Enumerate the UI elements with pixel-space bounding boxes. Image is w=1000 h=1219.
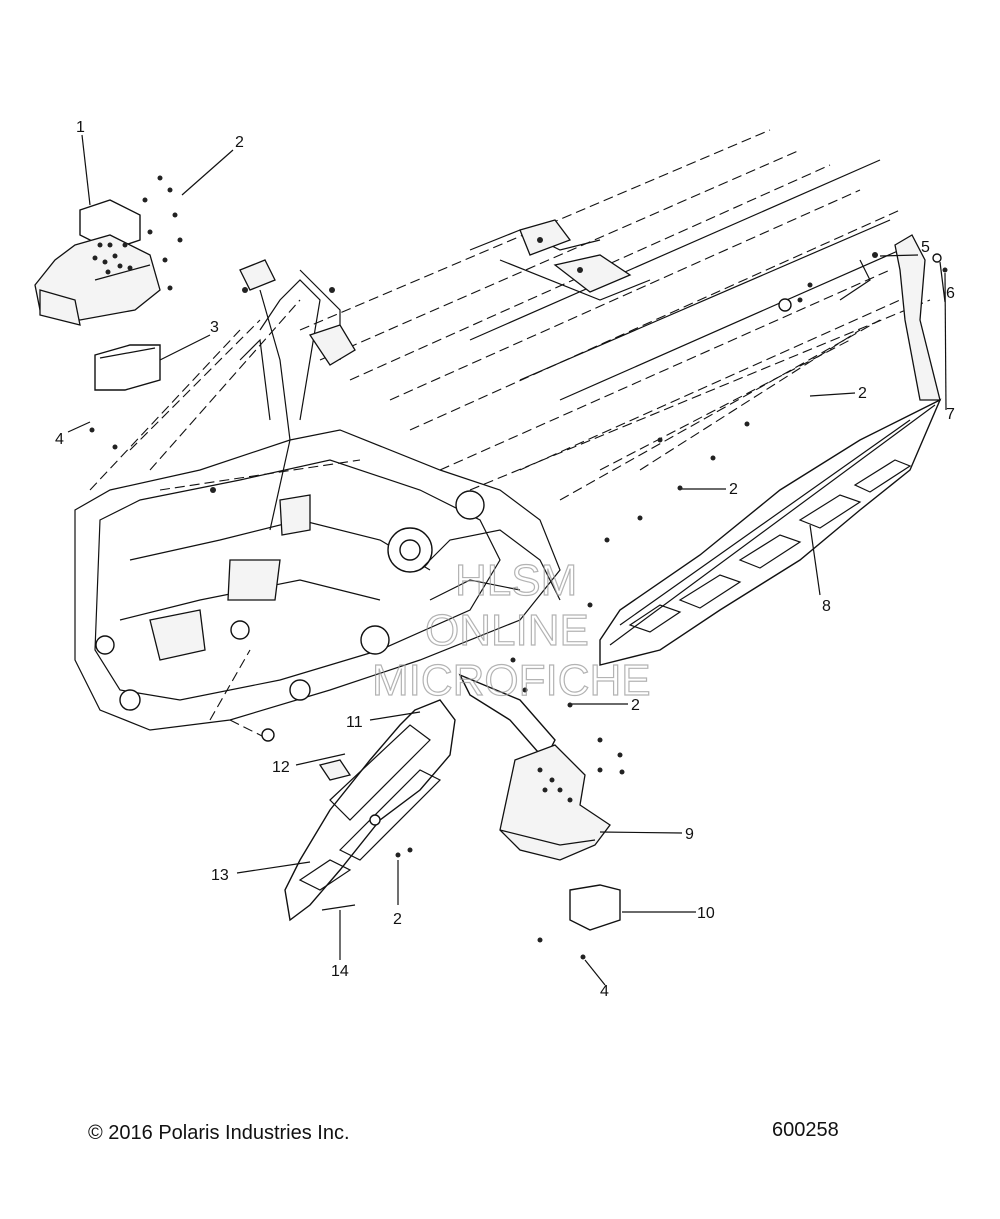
callout-13: 13 [211, 867, 229, 884]
part-8-running-board [599, 234, 942, 666]
callout-6: 6 [946, 285, 955, 302]
callout-5: 5 [921, 239, 930, 256]
fasteners [510, 252, 948, 775]
callout-2: 2 [729, 481, 738, 498]
part-3-plate [89, 344, 161, 450]
watermark-line-1: HLSM [455, 556, 577, 605]
callout-7: 7 [946, 406, 955, 423]
callout-3: 3 [210, 319, 219, 336]
running-board-cutouts [628, 459, 912, 633]
callout-4: 4 [55, 431, 64, 448]
screws-group-a [107, 175, 183, 291]
callout-labels: 1 2 3 4 5 6 7 2 2 8 2 11 12 9 13 2 10 14… [55, 119, 955, 1000]
watermark-line-2: ONLINE [425, 606, 589, 655]
copyright-notice: © 2016 Polaris Industries Inc. [88, 1122, 350, 1144]
callout-14: 14 [331, 963, 349, 980]
part-13-footrest [284, 699, 456, 922]
callout-2: 2 [393, 911, 402, 928]
callout-9: 9 [685, 826, 694, 843]
part-1-bracket [34, 199, 161, 326]
callout-2: 2 [858, 385, 867, 402]
part-9-bracket [458, 673, 611, 861]
callout-12: 12 [272, 759, 290, 776]
tunnel [299, 129, 931, 501]
callout-8: 8 [822, 598, 831, 615]
callout-4: 4 [600, 983, 609, 1000]
front-chassis [74, 259, 561, 742]
callout-2: 2 [631, 697, 640, 714]
watermark: HLSM ONLINE MICROFICHE [371, 555, 651, 705]
callout-2: 2 [235, 134, 244, 151]
callout-1: 1 [76, 119, 85, 136]
callout-10: 10 [697, 905, 715, 922]
callout-11: 11 [346, 714, 363, 731]
figure-number: 600258 [772, 1119, 839, 1141]
part-10-plate [537, 884, 621, 960]
leader-lines [67, 134, 947, 986]
watermark-line-3: MICROFICHE [372, 656, 651, 705]
